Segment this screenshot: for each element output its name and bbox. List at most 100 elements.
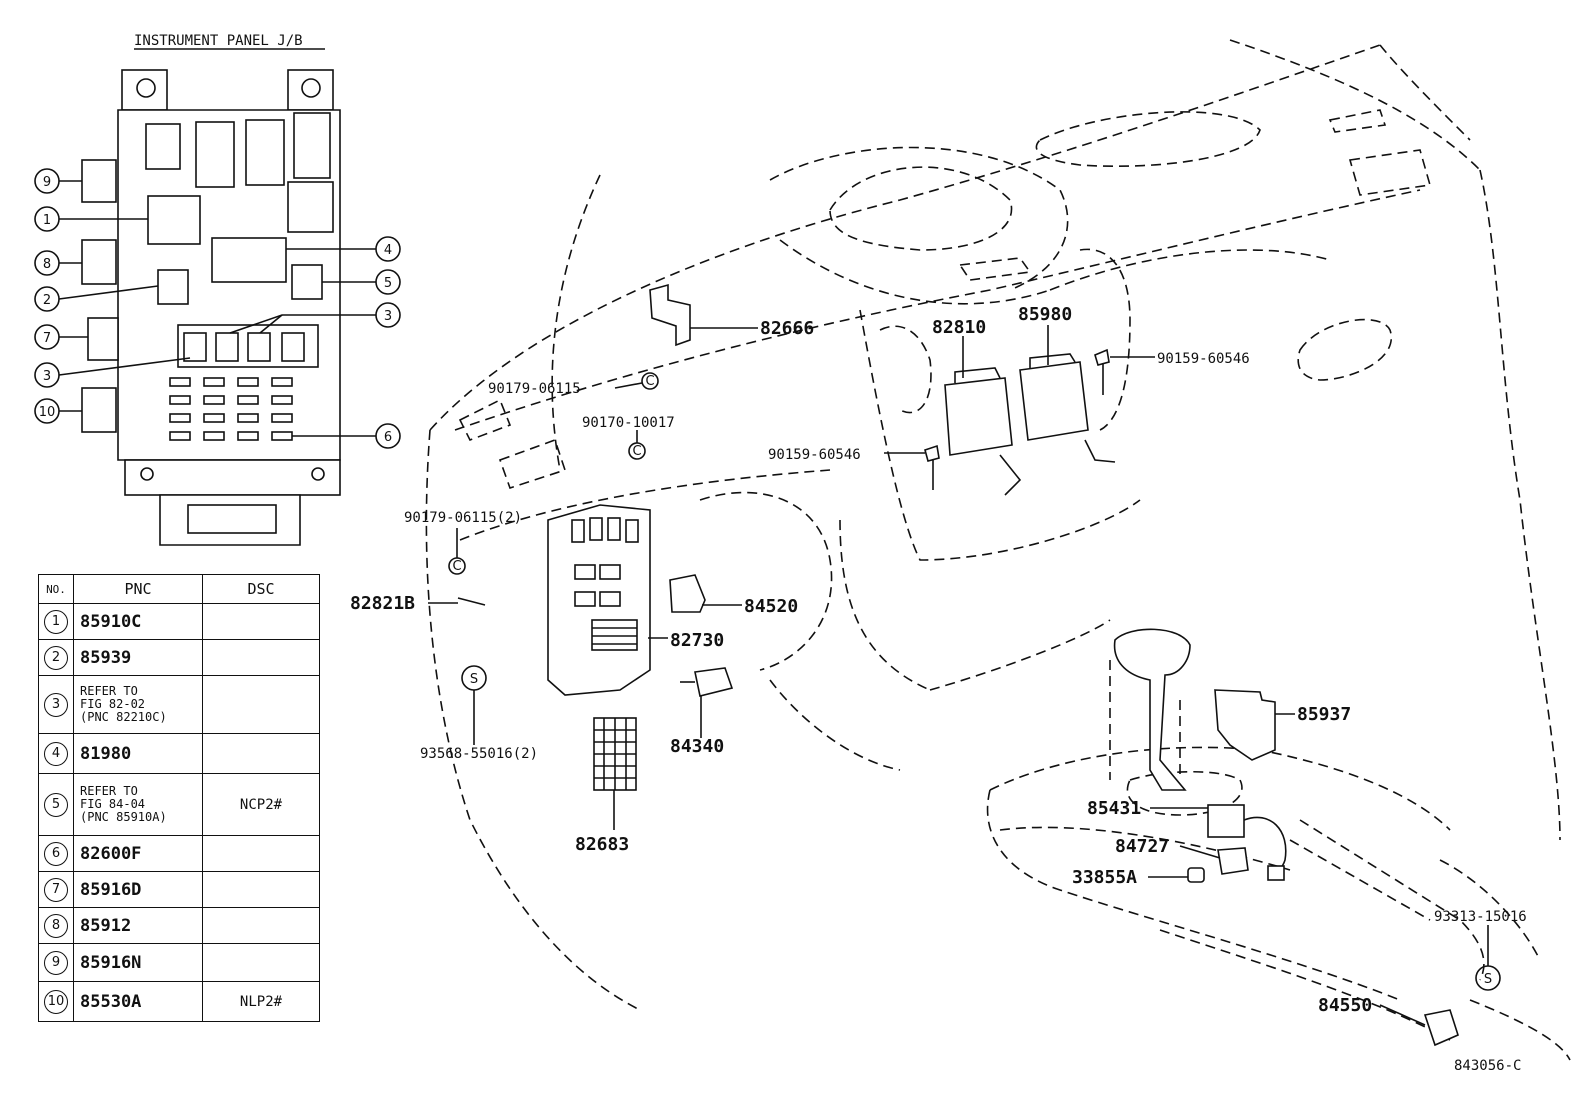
label-93313-15016: 93313-15016 [1434, 909, 1527, 925]
leader-lines [428, 325, 1489, 1026]
row-dsc: NLP2# [202, 981, 320, 1022]
label-82666: 82666 [760, 318, 814, 339]
row-dsc [202, 835, 320, 872]
row-number: 1 [44, 609, 68, 634]
svg-text:C: C [632, 444, 641, 459]
label-82683: 82683 [575, 834, 629, 855]
clip-marker-3: C [448, 557, 466, 575]
callout-2: 2 [34, 285, 159, 312]
label-90179-06115: 90179-06115 [488, 381, 581, 397]
label-82810: 82810 [932, 317, 986, 338]
header-dsc: DSC [202, 574, 320, 604]
label-93568-55016-2: 93568-55016(2) [420, 746, 538, 762]
svg-text:1: 1 [43, 213, 51, 228]
row-number: 2 [44, 645, 68, 670]
row-pnc: 85916D [73, 871, 203, 908]
label-84340: 84340 [670, 736, 724, 757]
svg-text:C: C [452, 559, 461, 574]
label-90170-10017: 90170-10017 [582, 415, 675, 431]
svg-text:4: 4 [384, 243, 392, 258]
svg-text:5: 5 [384, 276, 392, 291]
label-82821b: 82821B [350, 593, 415, 614]
label-90159-60546-upper: 90159-60546 [1157, 351, 1250, 367]
row-pnc: 85910C [73, 603, 203, 640]
row-dsc: NCP2# [202, 773, 320, 836]
label-33855a: 33855A [1072, 867, 1137, 888]
callout-8: 8 [34, 250, 82, 276]
row-dsc [202, 871, 320, 908]
row-pnc: REFER TO FIG 84-04 (PNC 85910A) [73, 773, 203, 836]
table-row: 10 85530A NLP2# [38, 981, 320, 1022]
table-row: 3 REFER TO FIG 82-02 (PNC 82210C) [38, 675, 320, 734]
row-number: 6 [44, 841, 68, 866]
panel-title: INSTRUMENT PANEL J/B [134, 33, 303, 49]
label-90159-60546-lower: 90159-60546 [768, 447, 861, 463]
svg-text:2: 2 [43, 293, 51, 308]
row-pnc: 85916N [73, 943, 203, 982]
svg-text:8: 8 [43, 257, 51, 272]
table-row: 1 85910C [38, 603, 320, 640]
label-84550: 84550 [1318, 995, 1372, 1016]
part-drawings [457, 283, 1459, 1047]
header-pnc: PNC [73, 574, 203, 604]
row-pnc: 85530A [73, 981, 203, 1022]
callout-9: 9 [34, 168, 82, 194]
svg-text:S: S [1484, 972, 1492, 987]
row-dsc [202, 907, 320, 944]
row-dsc [202, 603, 320, 640]
row-number: 10 [44, 989, 68, 1014]
label-82730: 82730 [670, 630, 724, 651]
table-row: 7 85916D [38, 871, 320, 908]
row-dsc [202, 943, 320, 982]
callout-4: 4 [286, 236, 401, 262]
diagram-code: 843056-C [1454, 1058, 1521, 1074]
svg-text:3: 3 [43, 369, 51, 384]
row-dsc [202, 733, 320, 774]
row-number: 4 [44, 741, 68, 766]
label-90179-06115-2: 90179-06115(2) [404, 510, 522, 526]
table-row: 2 85939 [38, 639, 320, 676]
callout-1: 1 [34, 206, 148, 232]
row-number: 8 [44, 913, 68, 938]
clip-marker-1: C [641, 372, 659, 390]
row-dsc [202, 675, 320, 734]
pnc-table: NO. PNC DSC 1 85910C 2 85939 3 REFER TO … [38, 574, 320, 1022]
table-header-row: NO. PNC DSC [38, 574, 320, 604]
callout-6: 6 [292, 423, 401, 449]
label-85980: 85980 [1018, 304, 1072, 325]
table-row: 9 85916N [38, 943, 320, 982]
label-84520: 84520 [744, 596, 798, 617]
svg-text:10: 10 [39, 405, 56, 420]
clip-marker-2: C [628, 442, 646, 460]
label-84727: 84727 [1115, 836, 1169, 857]
row-number: 5 [44, 792, 68, 817]
row-pnc: 82600F [73, 835, 203, 872]
part-labels: 82666 90179-06115 90170-10017 90159-6054… [350, 304, 1527, 1074]
row-number: 3 [44, 692, 68, 717]
screw-marker-2: S [1475, 965, 1501, 991]
svg-text:6: 6 [384, 430, 392, 445]
row-pnc: 85939 [73, 639, 203, 676]
row-pnc: REFER TO FIG 82-02 (PNC 82210C) [73, 675, 203, 734]
svg-text:9: 9 [43, 175, 51, 190]
row-number: 9 [44, 950, 68, 975]
svg-text:3: 3 [384, 309, 392, 324]
callout-7: 7 [34, 324, 88, 350]
junction-block-drawing: INSTRUMENT PANEL J/B [34, 33, 401, 546]
dashboard-outline [425, 39, 1571, 1061]
table-row: 5 REFER TO FIG 84-04 (PNC 85910A) NCP2# [38, 773, 320, 836]
callout-10: 10 [34, 398, 82, 424]
row-dsc [202, 639, 320, 676]
screw-marker-1: S [461, 665, 487, 691]
row-pnc: 85912 [73, 907, 203, 944]
table-row: 4 81980 [38, 733, 320, 774]
label-85937: 85937 [1297, 704, 1351, 725]
callout-3-left: 3 [34, 357, 191, 388]
callout-5: 5 [322, 269, 401, 295]
row-number: 7 [44, 877, 68, 902]
table-row: 6 82600F [38, 835, 320, 872]
header-no: NO. [38, 574, 74, 604]
svg-text:C: C [645, 374, 654, 389]
label-85431: 85431 [1087, 798, 1141, 819]
